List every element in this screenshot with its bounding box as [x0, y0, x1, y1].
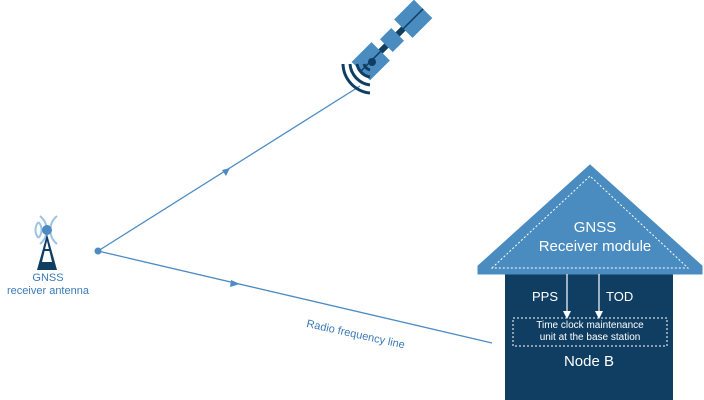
receiver-module-roof	[477, 164, 703, 275]
time-clock-unit-label: Time clock maintenance unit at the base …	[513, 320, 667, 344]
node-b-building	[477, 164, 703, 400]
time-clock-unit-box	[512, 317, 668, 347]
tod-label: TOD	[606, 289, 634, 304]
antenna-caption-line1: GNSS	[32, 272, 64, 284]
node-b-body	[505, 270, 673, 400]
node-b-label: Node B	[563, 353, 615, 370]
antenna-junction-dot	[94, 247, 102, 255]
receiver-module-dashed-outline	[490, 175, 690, 269]
radio-frequency-arrow	[230, 280, 240, 287]
antenna-tower-icon	[34, 215, 58, 270]
pps-label: PPS	[532, 289, 559, 304]
tod-arrowhead	[595, 311, 603, 319]
unit-label-line1: Time clock maintenance	[536, 320, 644, 331]
pps-arrowhead	[563, 311, 571, 319]
module-title-line1: GNSS	[573, 219, 617, 236]
module-title-line2: Receiver module	[538, 238, 652, 255]
unit-label-line2: unit at the base station	[539, 332, 641, 343]
radio-frequency-line	[97, 250, 493, 344]
antenna-caption-line2: receiver antenna	[7, 285, 89, 297]
receiver-module-title: GNSS Receiver module	[490, 218, 700, 256]
satellite-link-arrow	[222, 168, 230, 176]
antenna-caption: GNSS receiver antenna	[0, 272, 96, 298]
satellite-icon	[341, 0, 433, 95]
